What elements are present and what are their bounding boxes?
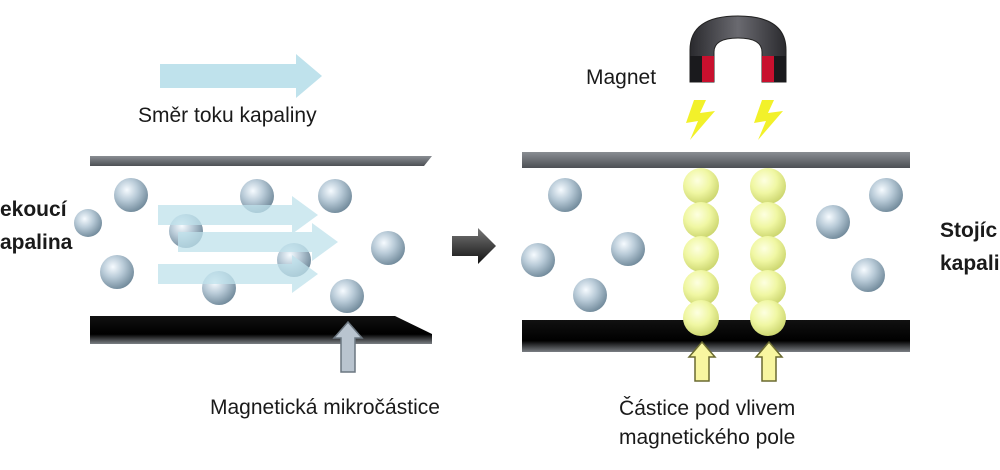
particle [548,178,582,212]
particle [74,209,102,237]
chained-particle [683,168,719,204]
particle [100,255,134,289]
particle [869,178,903,212]
chained-particle [683,236,719,272]
still-liquid-line-1: Stojíc [940,219,998,242]
magnet-label: Magnet [586,66,657,89]
flowing-liquid-line-2: apalina [0,231,73,254]
flow-direction-label: Směr toku kapaliny [138,104,317,127]
chained-particle [683,300,719,336]
particle [573,278,607,312]
right-channel-top-wall [522,152,910,168]
field-particles-label: Částice pod vlivem magnetického pole [619,394,795,452]
flowing-liquid-label: ekoucí apalina [0,193,72,259]
particle [521,243,555,277]
left-channel-top-wall [90,156,432,166]
still-liquid-line-2: kapali [940,252,1000,275]
microparticle-label: Magnetická mikročástice [210,396,440,419]
flow-arrow [158,196,318,234]
particle [318,179,352,213]
particle [330,279,364,313]
chained-particle [750,168,786,204]
flow-arrow [178,223,338,261]
chained-particle [750,236,786,272]
field-particle-pointer-arrow [754,340,784,382]
particle [851,258,885,292]
flow-arrow [158,255,318,293]
chained-particle [683,270,719,306]
chained-particle [683,202,719,238]
particle [114,178,148,212]
chained-particle [750,300,786,336]
flow-direction-arrow [160,54,322,98]
flowing-liquid-line-1: ekoucí [0,198,67,221]
field-particles-line-1: Částice pod vlivem [619,397,796,420]
particle [816,205,850,239]
particle [611,232,645,266]
microparticle-pointer-arrow [332,320,364,373]
particle [371,231,405,265]
spark-icon [754,100,783,140]
particle [240,179,274,213]
process-arrow-icon [452,228,496,264]
magnet-icon [689,15,787,83]
left-channel-bottom-wall [90,316,432,344]
field-particles-line-2: magnetického pole [619,426,796,449]
chained-particle [750,270,786,306]
still-liquid-label: Stojíc kapali [940,214,1000,280]
field-particle-pointer-arrow [687,340,717,382]
spark-icon [686,100,715,140]
right-channel-bottom-wall [522,320,910,352]
chained-particle [750,202,786,238]
